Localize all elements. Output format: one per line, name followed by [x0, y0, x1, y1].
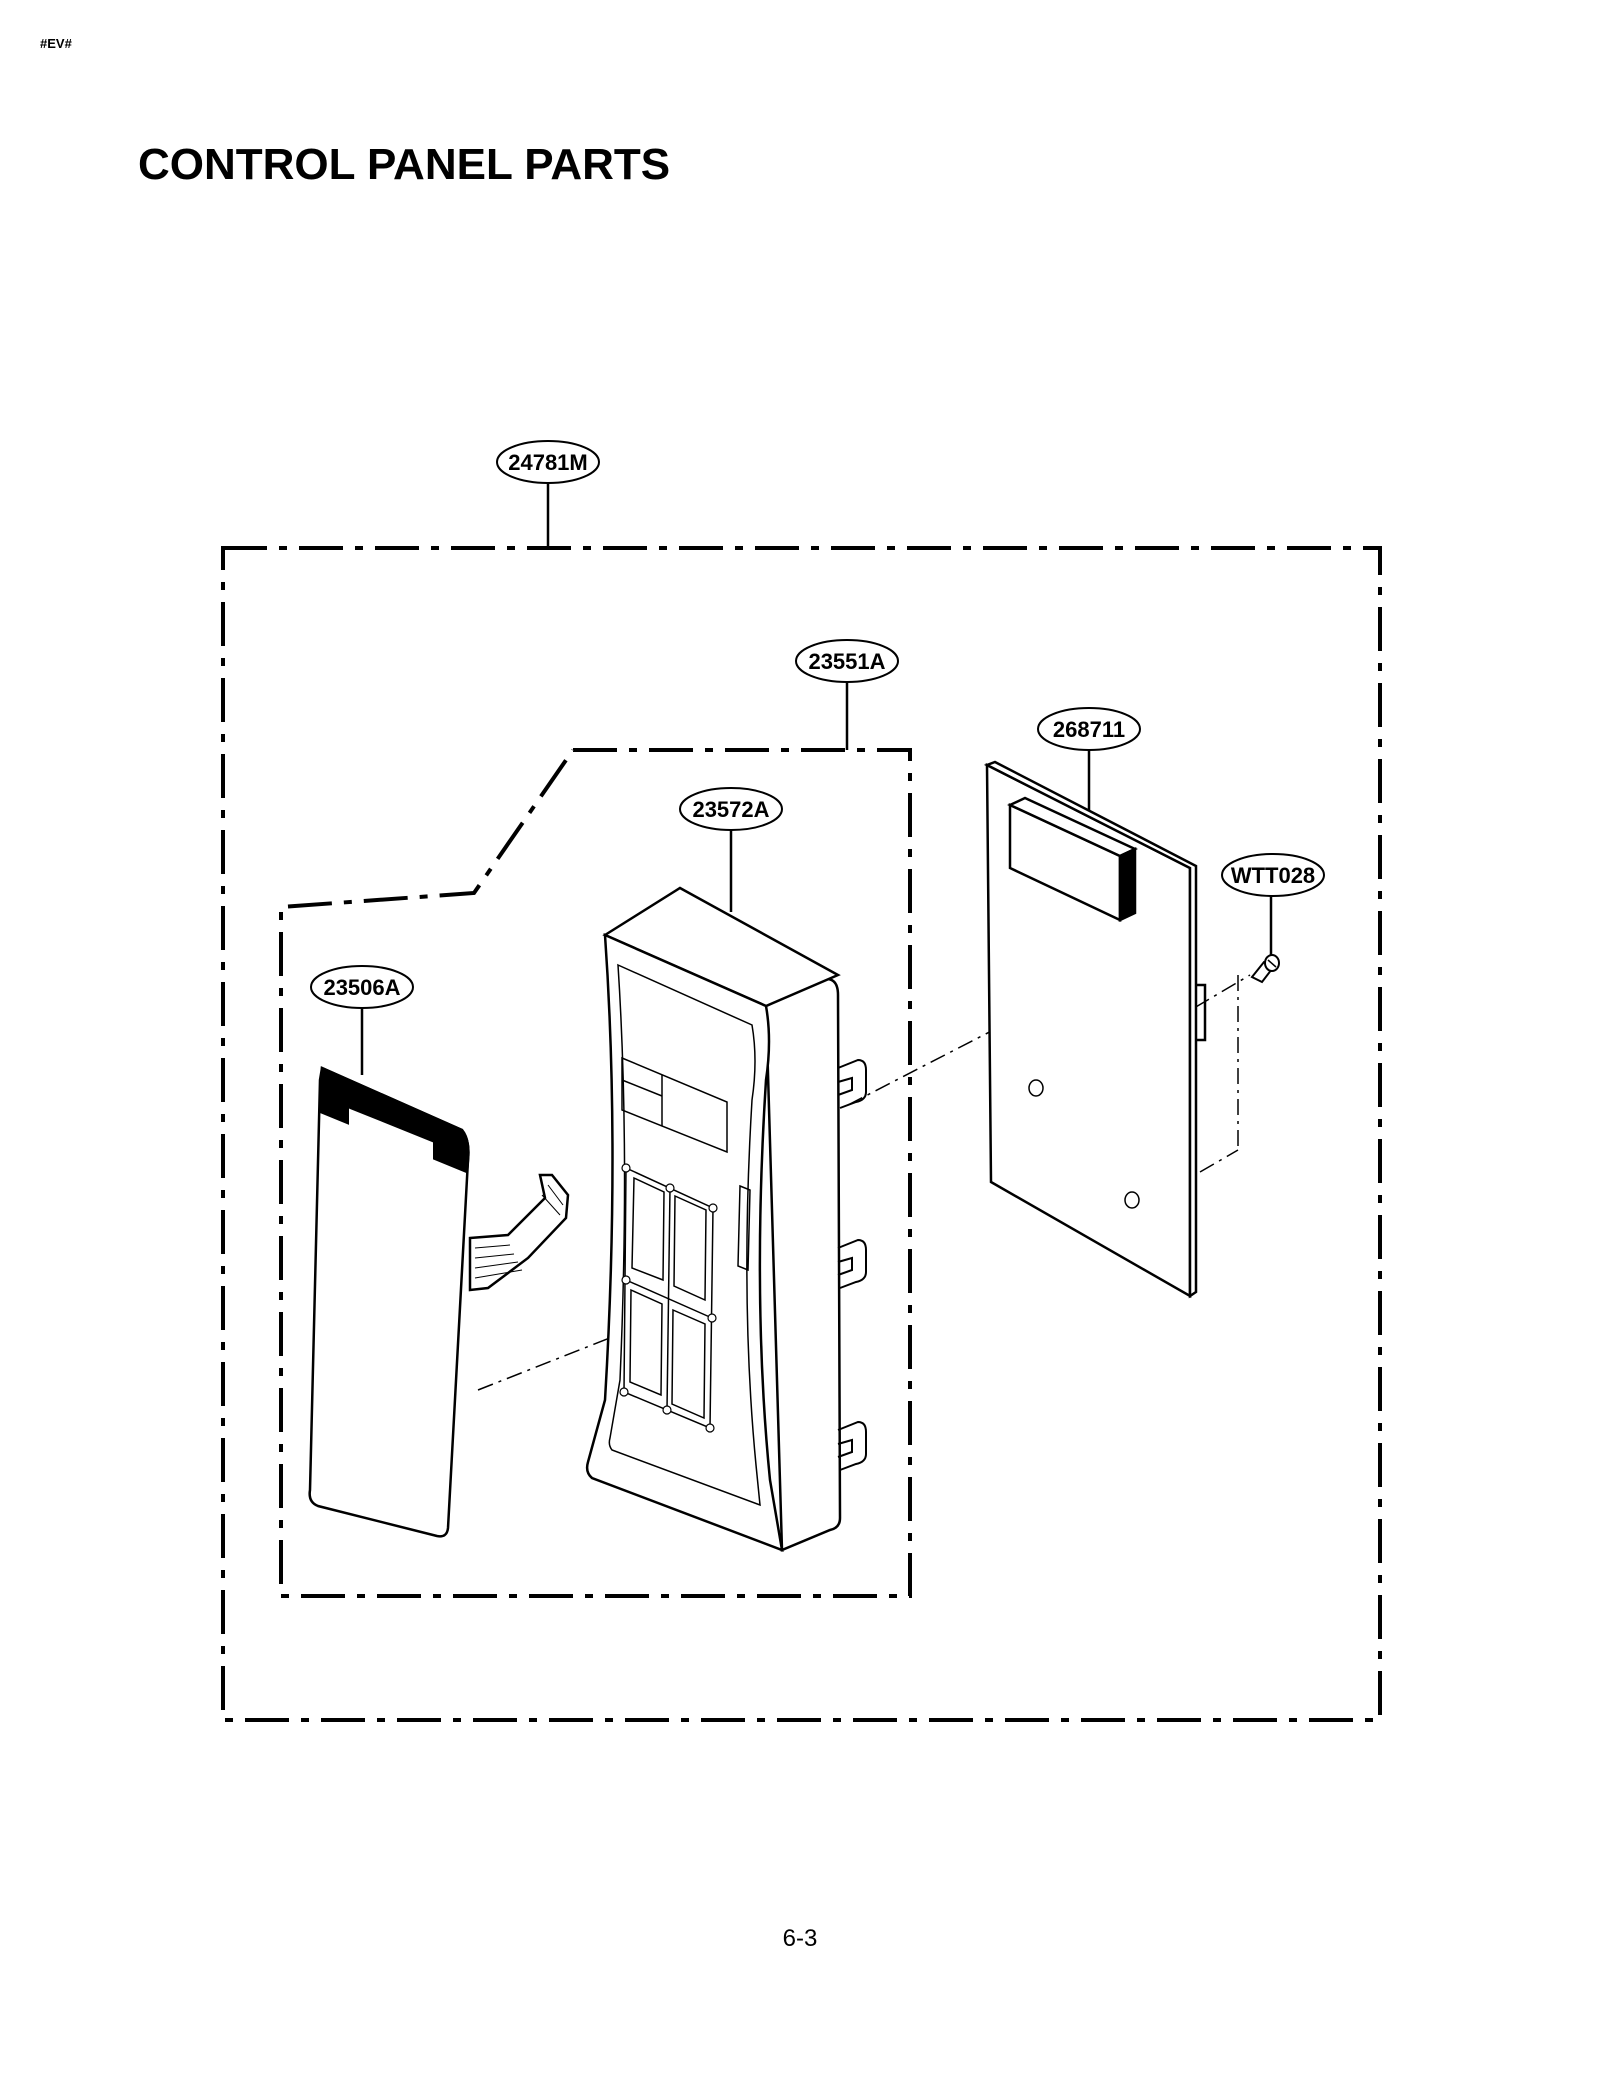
- page-title: CONTROL PANEL PARTS: [138, 140, 671, 189]
- callout-sub-assembly: 23551A: [795, 639, 899, 683]
- callout-assembly: 24781M: [496, 440, 600, 484]
- panel-frame-part: [585, 886, 867, 1552]
- callout-panel-frame: 23572A: [679, 787, 783, 831]
- keypad-screw-holes: [619, 1163, 718, 1433]
- callout-assembly-label: 24781M: [508, 450, 588, 475]
- callout-panel-frame-label: 23572A: [692, 797, 769, 822]
- pcb-part: [983, 760, 1207, 1299]
- callout-pcb-label: 268711: [1053, 717, 1125, 742]
- document-code: #EV#: [40, 36, 72, 51]
- mounting-hooks: [837, 1058, 867, 1471]
- screw-part: [1250, 954, 1280, 984]
- sub-assembly-boundary: [279, 748, 912, 1598]
- callout-screw: WTT028: [1221, 853, 1325, 897]
- callout-pcb: 268711: [1037, 707, 1141, 751]
- membrane-sheet-part: [308, 1066, 570, 1538]
- callout-screw-label: WTT028: [1231, 863, 1315, 888]
- assembly-boundary: [221, 546, 1382, 1722]
- page-number: 6-3: [782, 1925, 818, 1952]
- callout-sub-assembly-label: 23551A: [808, 649, 885, 674]
- callout-membrane-sheet: 23506A: [310, 965, 414, 1009]
- callout-membrane-sheet-label: 23506A: [323, 975, 400, 1000]
- leader-lines: [360, 484, 1273, 1075]
